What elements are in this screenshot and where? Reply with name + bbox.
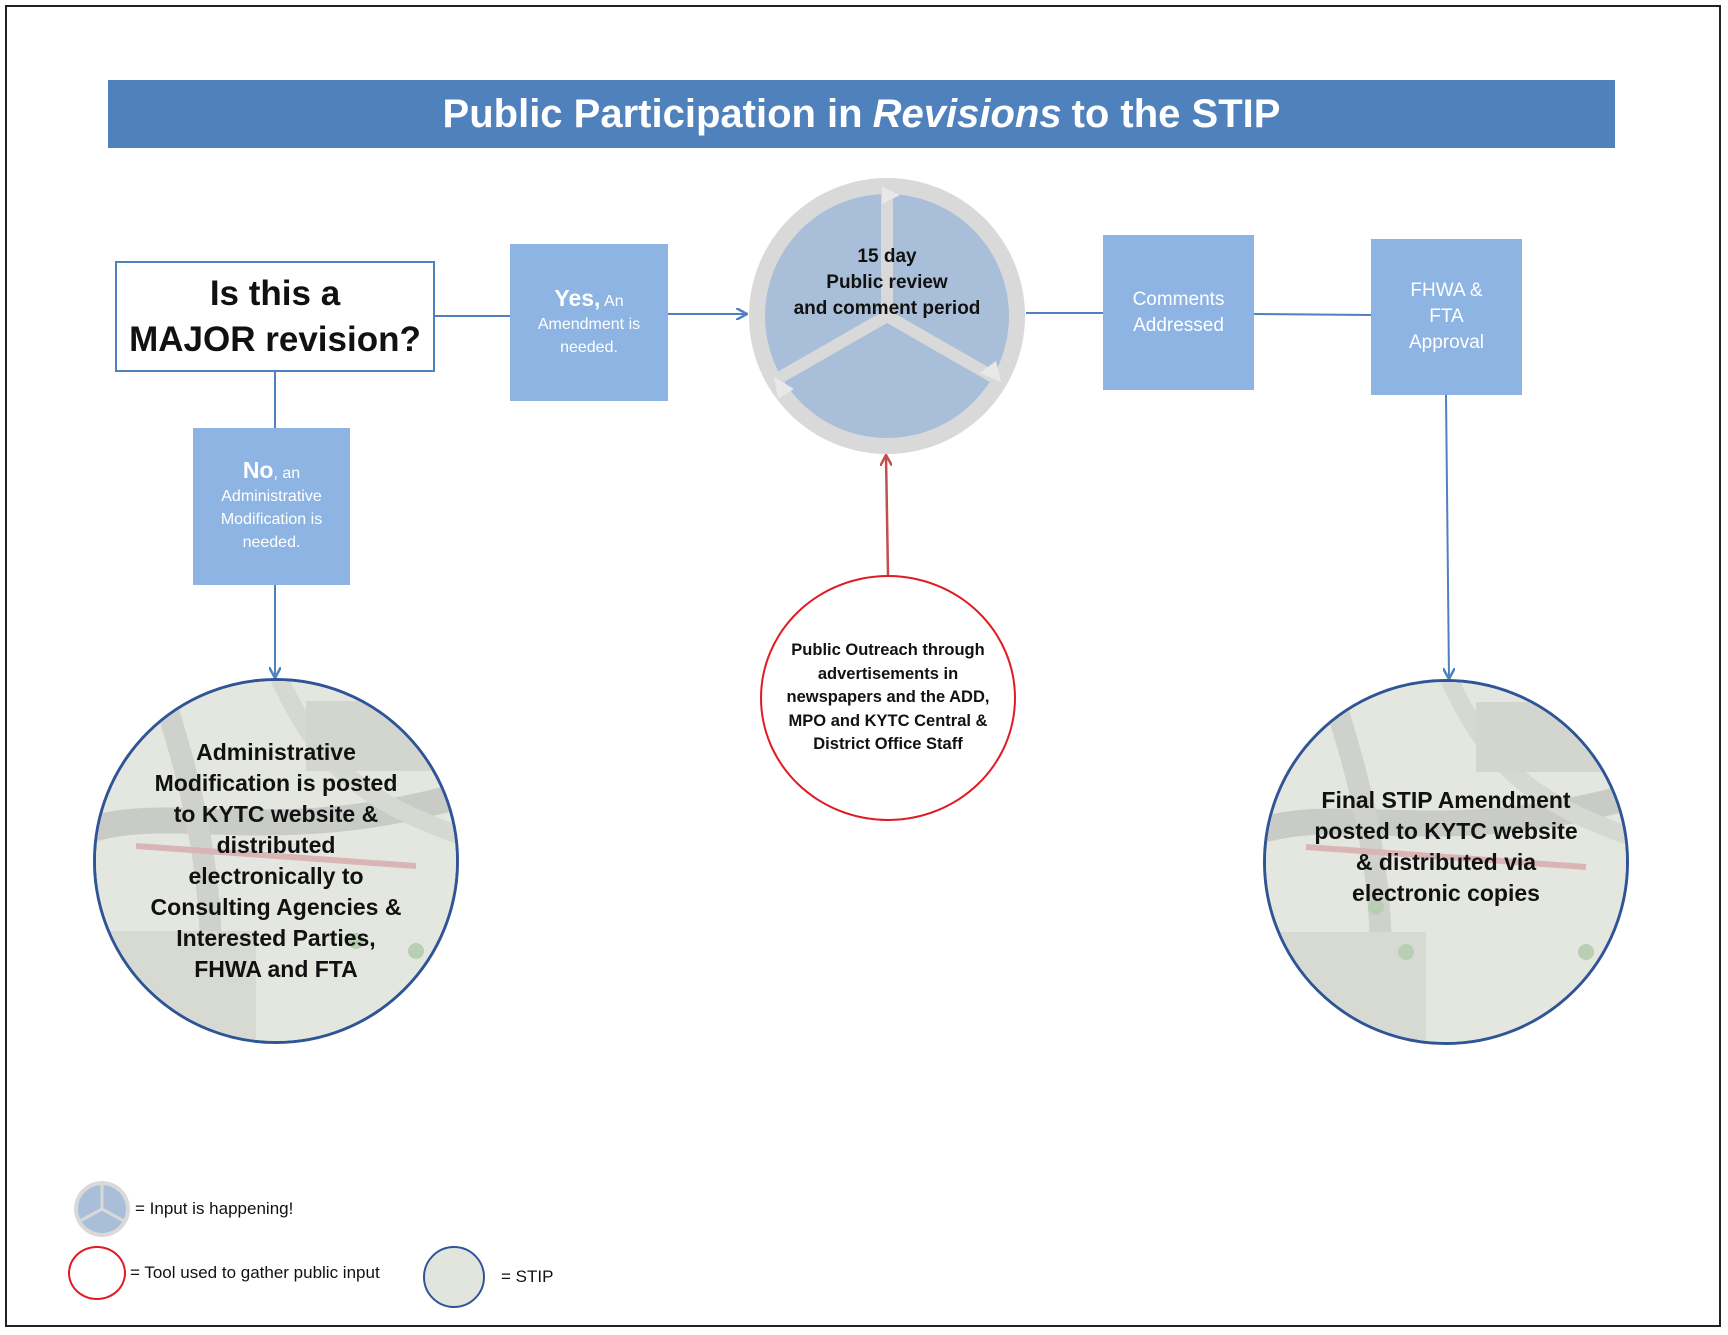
approval-line-2: FTA xyxy=(1429,306,1464,327)
legend-tool: = Tool used to gather public input xyxy=(68,1246,380,1300)
line-comments-to-approval xyxy=(1253,313,1372,316)
stip-map-icon xyxy=(423,1246,485,1308)
stip-left-label: Administrative Modification is posted to… xyxy=(150,739,402,982)
no-box-text: No, an Administrative Modification is ne… xyxy=(193,459,350,554)
comments-line-1: Comments xyxy=(1132,288,1225,310)
stip-right-label: Final STIP Amendment posted to KYTC webs… xyxy=(1314,787,1578,906)
approval-line-1: FHWA & xyxy=(1410,280,1483,301)
fhwa-fta-approval-box: FHWA & FTA Approval xyxy=(1371,239,1522,395)
arrow-outreach-to-review xyxy=(886,456,888,576)
stip-final-amendment-circle: Final STIP Amendment posted to KYTC webs… xyxy=(1263,679,1629,1045)
yes-box-text: Yes, An Amendment is needed. xyxy=(510,284,668,359)
no-admin-mod-box: No, an Administrative Modification is ne… xyxy=(193,428,350,585)
major-revision-question: Is this a MAJOR revision? xyxy=(115,261,435,372)
comments-addressed-box: Comments Addressed xyxy=(1103,235,1254,390)
review-period-label: 15 day Public review and comment period xyxy=(748,244,1026,322)
tool-circle-icon xyxy=(68,1246,126,1300)
legend-stip: = STIP xyxy=(423,1246,553,1308)
yes-amendment-box: Yes, An Amendment is needed. xyxy=(510,244,668,401)
title-part-2: to the STIP xyxy=(1071,91,1281,136)
diagram-title: Public Participation in Revisions to the… xyxy=(108,80,1615,148)
title-emphasis: Revisions xyxy=(872,91,1062,136)
map-background-icon xyxy=(1266,682,1626,1042)
outreach-text: Public Outreach through advertisements i… xyxy=(786,641,990,754)
stip-left-text: Administrative Modification is posted to… xyxy=(96,681,456,1041)
legend-input: = Input is happening! xyxy=(73,1180,293,1238)
legend-tool-label: = Tool used to gather public input xyxy=(130,1263,380,1282)
legend-input-label: = Input is happening! xyxy=(135,1199,294,1218)
review-line-3: and comment period xyxy=(793,298,981,319)
comments-line-2: Addressed xyxy=(1133,314,1224,336)
stip-admin-modification-circle: Administrative Modification is posted to… xyxy=(93,678,459,1044)
review-line-2: Public review xyxy=(826,272,948,293)
input-cycle-icon xyxy=(74,1181,130,1237)
question-line-2: MAJOR revision? xyxy=(129,319,421,359)
legend-stip-label: = STIP xyxy=(501,1267,554,1286)
review-line-1: 15 day xyxy=(857,246,917,267)
map-background-icon xyxy=(96,681,456,1041)
no-label: No xyxy=(242,457,274,483)
yes-label: Yes, xyxy=(554,284,601,311)
page-frame xyxy=(5,5,1721,1327)
approval-line-3: Approval xyxy=(1409,332,1484,353)
public-outreach-tool-circle: Public Outreach through advertisements i… xyxy=(760,575,1016,821)
no-detail: , an Administrative Modification is need… xyxy=(220,465,323,551)
arrow-approval-to-stip xyxy=(1446,394,1449,678)
review-cycle-icon xyxy=(749,178,1025,454)
title-part-1: Public Participation in xyxy=(442,91,863,136)
stip-right-text: Final STIP Amendment posted to KYTC webs… xyxy=(1266,682,1626,1042)
yes-detail: An Amendment is needed. xyxy=(537,292,641,356)
question-line-1: Is this a xyxy=(209,273,341,313)
